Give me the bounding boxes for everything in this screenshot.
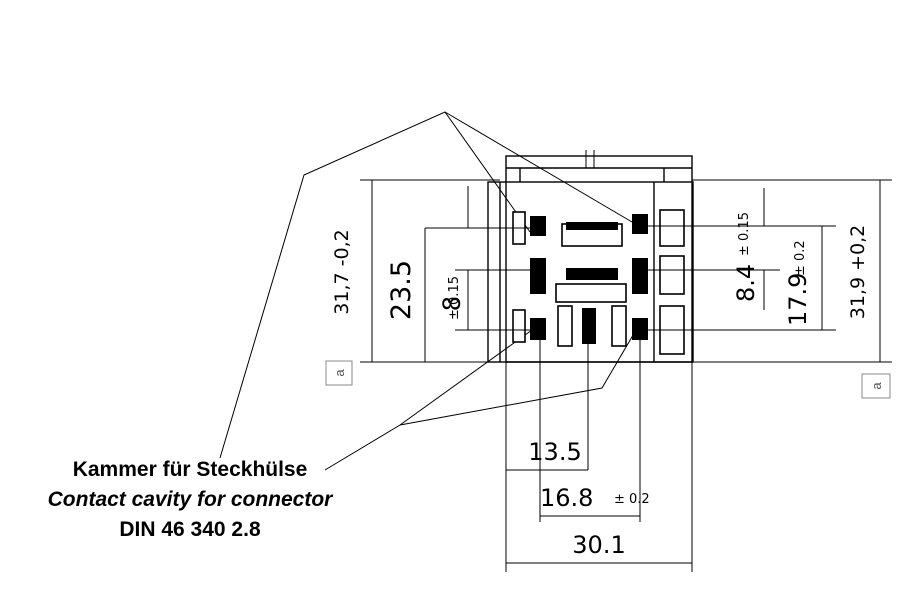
dim-pitch-right-main: 8.4 bbox=[732, 264, 760, 302]
dim-width-1: 13.5 bbox=[528, 438, 581, 466]
dim-width-2-tol: ± 0.2 bbox=[614, 492, 650, 507]
caption-german: Kammer für Steckhülse bbox=[72, 458, 308, 481]
datum-label-right: a bbox=[869, 382, 884, 390]
dim-height-left-inner: 23.5 bbox=[386, 260, 417, 320]
datum-box-right: a bbox=[861, 373, 891, 399]
dim-height-right-inner-main: 17.9 bbox=[784, 273, 812, 326]
datum-box-left: a bbox=[325, 360, 353, 386]
caption-standard: DIN 46 340 2.8 bbox=[119, 518, 261, 541]
dim-pitch-left-tol: ± 0.15 bbox=[447, 276, 462, 320]
datum-label-left: a bbox=[332, 369, 347, 377]
dim-width-3: 30.1 bbox=[572, 531, 625, 559]
dim-pitch-left-main: 8 bbox=[438, 296, 466, 311]
leader-lines bbox=[219, 111, 637, 471]
dim-pitch-right-tol: ± 0.15 bbox=[737, 212, 752, 256]
dimension-lines bbox=[360, 179, 892, 572]
dimension-texts: 31,7 -0,2 23.5 8 ± 0.15 8.4 ± 0.15 17.9 … bbox=[331, 212, 869, 559]
dim-width-2-main: 16.8 bbox=[540, 484, 593, 512]
cavity-caption: Kammer für Steckhülse Contact cavity for… bbox=[0, 455, 380, 545]
caption-english: Contact cavity for connector bbox=[47, 488, 333, 511]
dim-height-left-outer: 31,7 -0,2 bbox=[331, 229, 353, 314]
connector-housing bbox=[487, 150, 694, 363]
contact-cavities bbox=[512, 209, 685, 355]
dim-height-right-inner-tol: ± 0.2 bbox=[793, 240, 808, 276]
dim-height-right-outer: 31,9 +0,2 bbox=[847, 225, 869, 319]
